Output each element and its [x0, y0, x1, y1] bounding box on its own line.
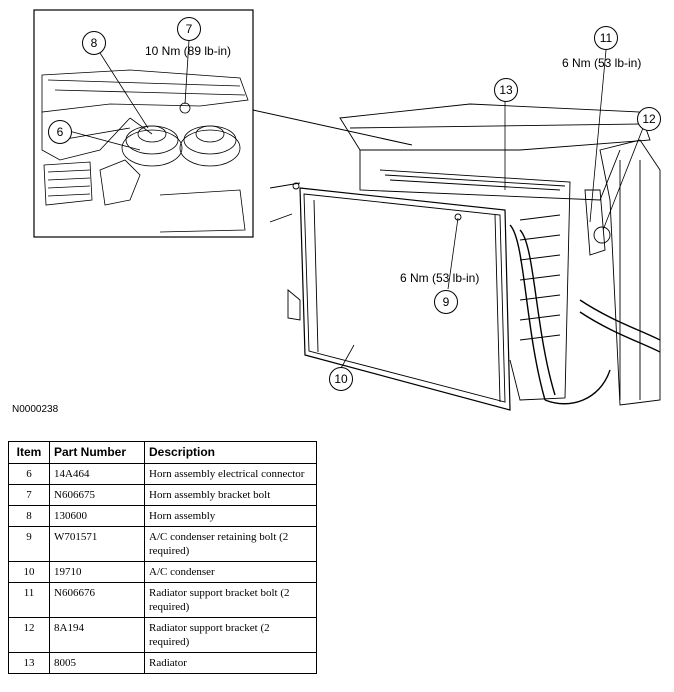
cell-part-number: 130600: [49, 505, 145, 527]
callout-leaders: [68, 39, 644, 371]
cell-part-number: 8A194: [49, 617, 145, 653]
callout-10: 10: [329, 367, 353, 391]
cell-item: 12: [8, 617, 50, 653]
table-row: 11 N606676 Radiator support bracket bolt…: [8, 582, 317, 618]
cell-description: Horn assembly: [144, 505, 317, 527]
callout-13: 13: [494, 78, 518, 102]
table-row: 10 19710 A/C condenser: [8, 561, 317, 583]
callout-11: 11: [594, 26, 618, 50]
callout-7: 7: [177, 17, 201, 41]
cell-item: 13: [8, 652, 50, 674]
cell-description: A/C condenser: [144, 561, 317, 583]
callout-12: 12: [637, 107, 661, 131]
cell-part-number: 14A464: [49, 463, 145, 485]
cell-part-number: 19710: [49, 561, 145, 583]
table-row: 8 130600 Horn assembly: [8, 505, 317, 527]
cell-item: 11: [8, 582, 50, 618]
header-part-number: Part Number: [49, 441, 145, 464]
table-row: 7 N606675 Horn assembly bracket bolt: [8, 484, 317, 506]
radiator-assembly: [269, 103, 661, 411]
table-row: 12 8A194 Radiator support bracket (2 req…: [8, 617, 317, 653]
cell-item: 8: [8, 505, 50, 527]
torque-label-9: 6 Nm (53 lb-in): [400, 271, 480, 285]
header-item: Item: [8, 441, 50, 464]
header-description: Description: [144, 441, 317, 464]
callout-6: 6: [48, 120, 72, 144]
figure-id: N0000238: [12, 404, 59, 415]
table-row: 9 W701571 A/C condenser retaining bolt (…: [8, 526, 317, 562]
cell-item: 9: [8, 526, 50, 562]
table-row: 6 14A464 Horn assembly electrical connec…: [8, 463, 317, 485]
cell-part-number: N606675: [49, 484, 145, 506]
radiator-condenser-drawing: [33, 9, 661, 411]
callout-8: 8: [82, 31, 106, 55]
cell-description: Horn assembly bracket bolt: [144, 484, 317, 506]
parts-table-header: Item Part Number Description: [8, 441, 317, 464]
table-row: 13 8005 Radiator: [8, 652, 317, 674]
cell-description: Horn assembly electrical connector: [144, 463, 317, 485]
cell-item: 6: [8, 463, 50, 485]
cell-description: Radiator: [144, 652, 317, 674]
cell-description: Radiator support bracket (2 required): [144, 617, 317, 653]
cell-item: 10: [8, 561, 50, 583]
cell-part-number: 8005: [49, 652, 145, 674]
cell-part-number: N606676: [49, 582, 145, 618]
cell-description: Radiator support bracket bolt (2 require…: [144, 582, 317, 618]
torque-label-7: 10 Nm (89 lb-in): [145, 44, 232, 58]
detail-inset-frame: [33, 9, 254, 238]
cell-part-number: W701571: [49, 526, 145, 562]
condenser-panel: [299, 187, 511, 411]
exploded-view-illustration: 8 7 6 13 11 12 9 10 10 Nm (89 lb-in) 6 N…: [12, 9, 661, 415]
cell-item: 7: [8, 484, 50, 506]
horn-detail: [41, 69, 249, 233]
cell-description: A/C condenser retaining bolt (2 required…: [144, 526, 317, 562]
torque-label-11: 6 Nm (53 lb-in): [562, 56, 642, 70]
callout-9: 9: [434, 290, 458, 314]
parts-table: Item Part Number Description 6 14A464 Ho…: [8, 441, 317, 674]
